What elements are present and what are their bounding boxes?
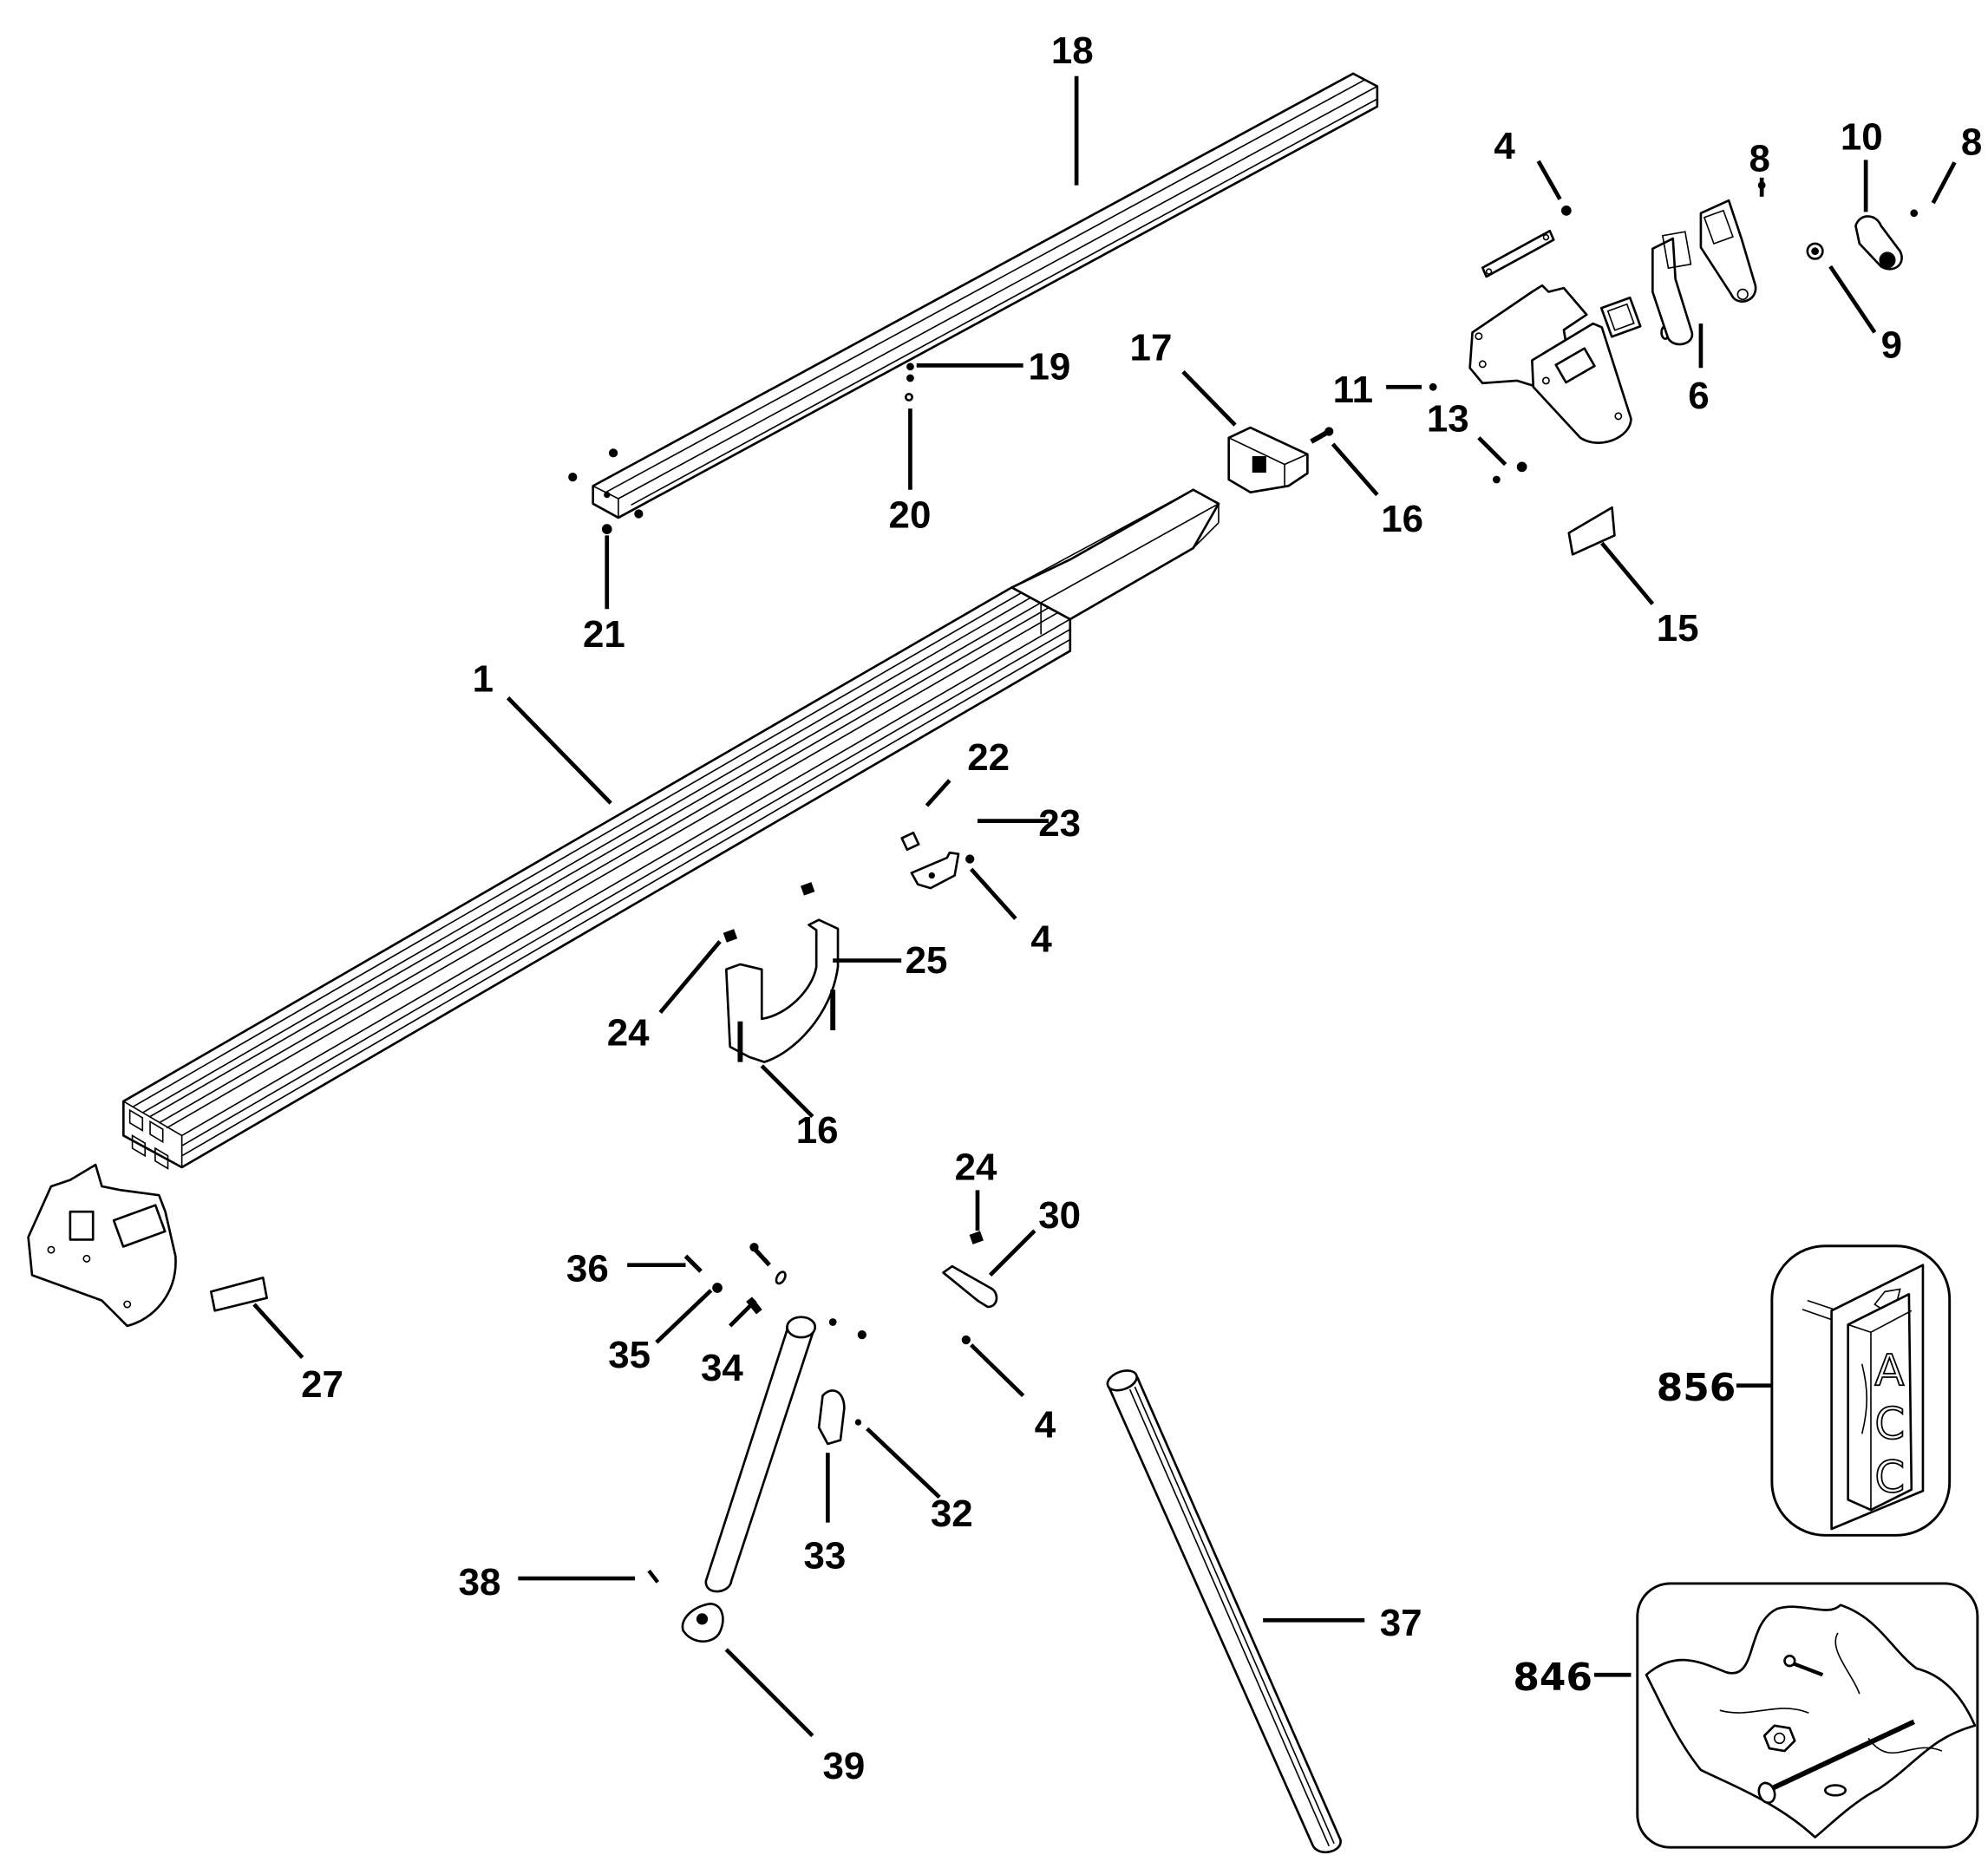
- callout-27: 27: [301, 1363, 343, 1406]
- callout-4-low: 4: [1035, 1404, 1056, 1447]
- callout-15: 15: [1657, 607, 1699, 650]
- callout-21: 21: [583, 613, 625, 656]
- part-30-bracket: [942, 1231, 998, 1345]
- callout-labels: 18 4 8 10 8 19 17 11 13 6 9 20 16 21 15 …: [301, 29, 1982, 1787]
- callout-18: 18: [1051, 29, 1094, 72]
- part-1-main-rail: [122, 488, 1220, 1170]
- callout-9: 9: [1881, 324, 1902, 367]
- callout-4-mid: 4: [1030, 918, 1052, 960]
- part-17-clamp: [1227, 426, 1309, 493]
- tag-letter-a: A: [1874, 1346, 1904, 1396]
- callout-23: 23: [1038, 802, 1081, 845]
- inset-846-hardware-bag: [1636, 1582, 1979, 1849]
- callout-6: 6: [1688, 375, 1709, 417]
- callout-30: 30: [1038, 1194, 1081, 1237]
- leader-lines: [252, 75, 1957, 1738]
- callout-13: 13: [1427, 397, 1469, 440]
- callout-37: 37: [1380, 1602, 1422, 1644]
- part-25-handle: [723, 882, 840, 1063]
- bracket-assembly-upper-right: [1429, 181, 1919, 484]
- callout-16-lower: 16: [796, 1109, 839, 1152]
- callout-22: 22: [967, 736, 1010, 779]
- callout-8-right: 8: [1961, 121, 1982, 163]
- callout-25: 25: [906, 939, 948, 982]
- left-end-bracket: [27, 1163, 177, 1328]
- part-37-long-leg: [1106, 1369, 1342, 1854]
- callout-11: 11: [1333, 369, 1373, 411]
- callout-4-top: 4: [1494, 125, 1515, 167]
- callout-1: 1: [473, 657, 494, 700]
- part-16-screw-upper: [1310, 427, 1334, 444]
- callout-34: 34: [701, 1347, 743, 1389]
- inset-856-tag: A C C: [1770, 1244, 1952, 1537]
- callout-38: 38: [459, 1561, 501, 1604]
- part-18-upper-tube: [568, 72, 1379, 519]
- callout-35: 35: [608, 1334, 651, 1376]
- callout-17: 17: [1130, 327, 1173, 369]
- callout-36: 36: [566, 1248, 609, 1290]
- callout-33: 33: [804, 1534, 847, 1577]
- callout-19: 19: [1029, 345, 1071, 388]
- callout-856: 856: [1657, 1366, 1736, 1410]
- tag-letter-c1: C: [1874, 1399, 1905, 1449]
- callout-8-left: 8: [1749, 138, 1770, 180]
- callout-20: 20: [889, 494, 932, 537]
- tag-letter-c2: C: [1874, 1453, 1905, 1503]
- part-19-20-21-hardware: [601, 363, 914, 534]
- callout-24-upper: 24: [607, 1012, 650, 1055]
- callout-39: 39: [822, 1745, 865, 1787]
- left-leg-assembly: [647, 1243, 866, 1643]
- callout-24-lower: 24: [955, 1146, 997, 1189]
- part-22-23-nut-plate: [900, 831, 975, 890]
- callout-846: 846: [1513, 1656, 1592, 1700]
- part-27-label: [209, 1276, 268, 1312]
- callout-16-top: 16: [1381, 498, 1423, 540]
- callout-32: 32: [931, 1492, 973, 1535]
- callout-10: 10: [1841, 116, 1883, 159]
- part-15-label: [1567, 506, 1616, 556]
